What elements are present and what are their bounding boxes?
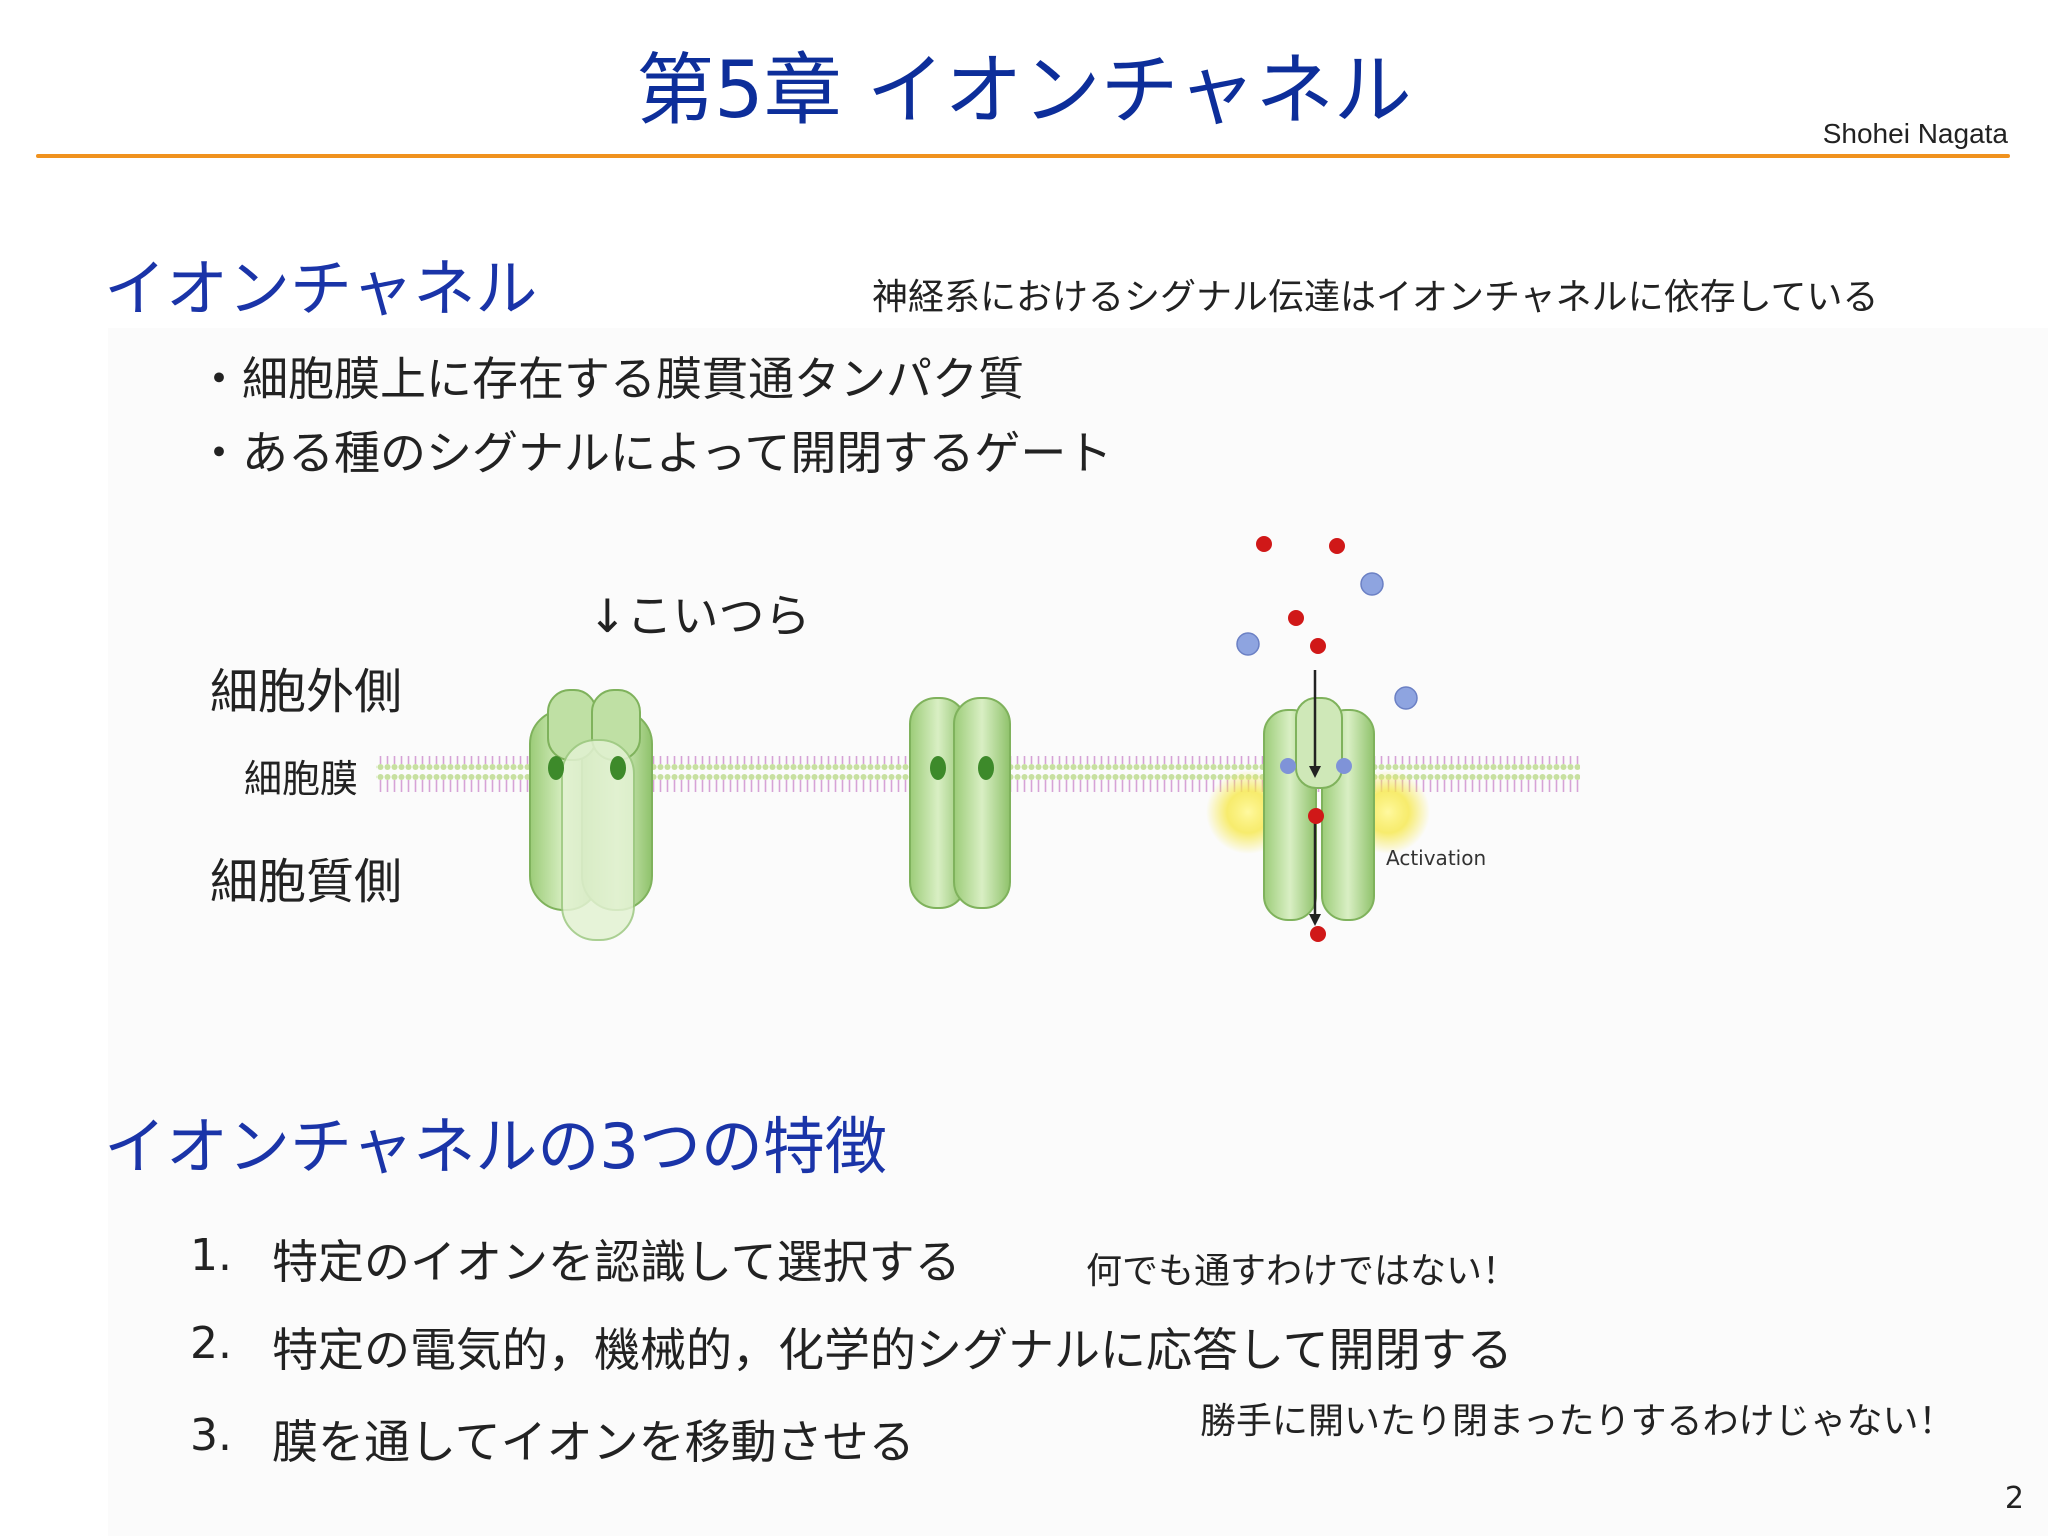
list-note-3: 勝手に開いたり閉まったりするわけじゃない！ [1200, 1401, 1955, 1442]
extracellular-label: 細胞外側 [210, 664, 403, 720]
list-note-1: 何でも通すわけではない！ [1086, 1251, 1519, 1292]
activation-label: Activation [1386, 846, 1487, 870]
title-divider [36, 154, 2010, 158]
section-heading-three-features: イオンチャネルの3つの特徴 [104, 1110, 887, 1183]
membrane-label: 細胞膜 [244, 757, 359, 801]
list-item-1: 特定のイオンを認識して選択する [272, 1235, 961, 1289]
bullet-item-2: ・ある種のシグナルによって開閉するゲート [196, 426, 1113, 480]
ion-particles [1236, 536, 1418, 942]
list-number-2: 2. [190, 1318, 232, 1369]
ion-channel-diagram [376, 536, 1580, 942]
list-item-2: 特定の電気的，機械的，化学的シグナルに応答して開閉する [272, 1323, 1513, 1377]
cytoplasm-label: 細胞質側 [210, 854, 403, 910]
section-note: 神経系におけるシグナル伝達はイオンチャネルに依存している [872, 277, 1879, 318]
bullet-item-1: ・細胞膜上に存在する膜貫通タンパク質 [196, 352, 1024, 406]
ion-channel-1 [529, 689, 653, 941]
page-number: 2 [2004, 1481, 2024, 1516]
slide-title: 第5章 イオンチャネル [636, 46, 1412, 136]
ion-channel-2 [909, 697, 1011, 909]
section-heading-ion-channel: イオンチャネル [104, 252, 538, 325]
pointer-label: ↓こいつら [588, 589, 811, 643]
author-name: Shohei Nagata [1822, 118, 2008, 149]
list-number-3: 3. [190, 1410, 232, 1461]
content-background [108, 328, 2048, 1536]
list-item-3: 膜を通してイオンを移動させる [272, 1415, 915, 1469]
ion-channel-3-activated [1206, 670, 1430, 926]
list-number-1: 1. [190, 1230, 232, 1281]
